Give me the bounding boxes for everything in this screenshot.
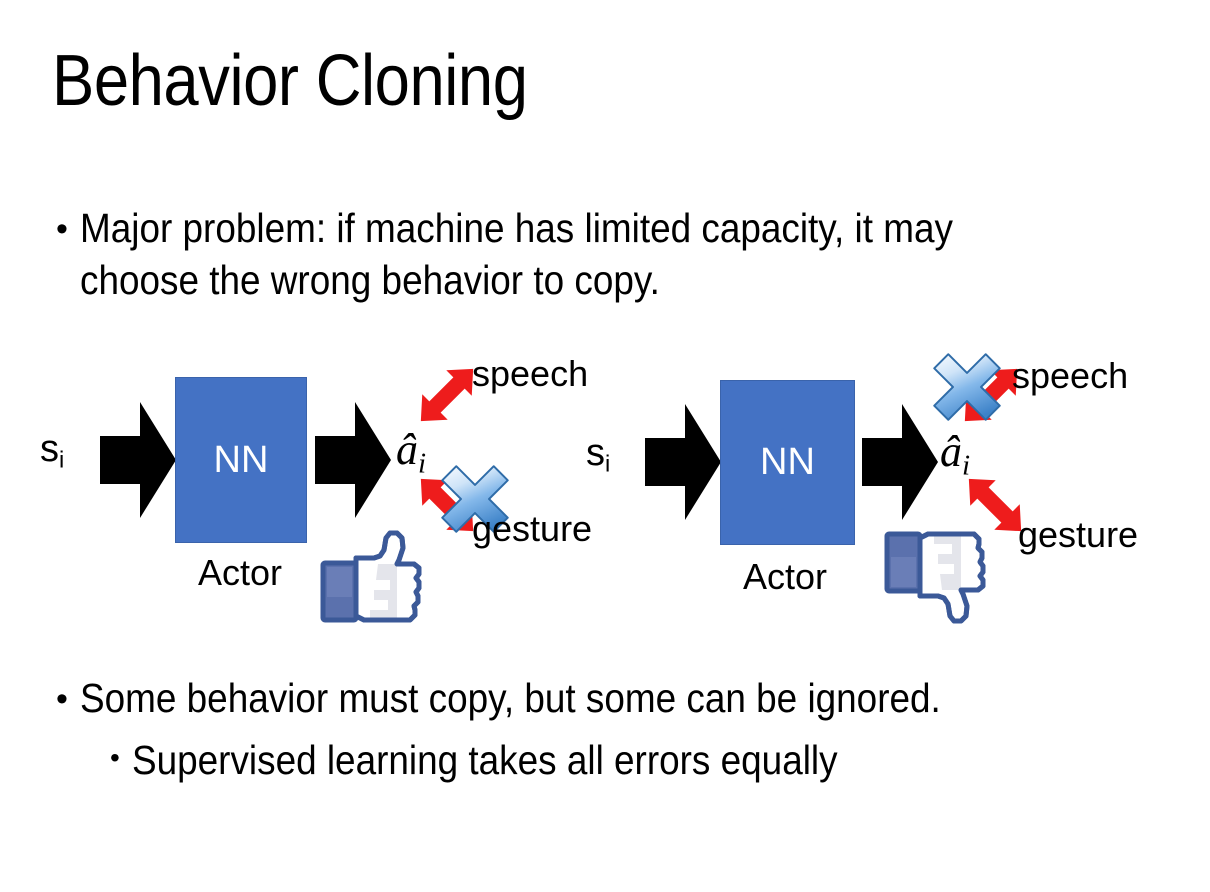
right-nn-label: NN xyxy=(760,441,815,483)
bullet-top-text: Major problem: if machine has limited ca… xyxy=(79,205,953,304)
left-input-subscript: i xyxy=(59,446,65,473)
left-input-letter: s xyxy=(40,428,59,470)
left-cross-icon xyxy=(441,465,509,533)
left-input-arrow-icon xyxy=(100,402,176,518)
left-actor-caption: Actor xyxy=(198,552,283,593)
bullet-top: • Major problem: if machine has limited … xyxy=(56,202,1156,307)
thumbs-up-icon xyxy=(320,530,422,623)
bullet-marker-icon: • xyxy=(56,680,68,718)
bullet-bottom-2: • Supervised learning takes all errors e… xyxy=(110,734,1190,786)
right-actor-caption: Actor xyxy=(743,556,828,597)
left-output-label: âi xyxy=(396,424,426,481)
bullet-bottom-2-text: Supervised learning takes all errors equ… xyxy=(131,737,838,783)
right-output-arrow-icon xyxy=(862,404,938,520)
right-gesture-arrow-icon xyxy=(968,478,1022,532)
right-input-letter: s xyxy=(586,432,605,474)
left-output-subscript: i xyxy=(418,447,427,480)
thumbs-down-icon xyxy=(884,531,986,624)
right-output-subscript: i xyxy=(962,449,971,482)
page-title: Behavior Cloning xyxy=(52,41,528,121)
left-nn-label: NN xyxy=(213,438,269,481)
right-input-arrow-icon xyxy=(645,404,721,520)
bullet-bottom-1-text: Some behavior must copy, but some can be… xyxy=(79,675,941,721)
right-input-subscript: i xyxy=(605,450,611,477)
left-output-letter: â xyxy=(396,425,418,474)
right-speech-label: speech xyxy=(1012,355,1129,396)
left-input-label: si xyxy=(40,428,64,474)
bullet-marker-icon: • xyxy=(56,210,68,248)
right-output-letter: â xyxy=(940,427,962,476)
left-output-arrow-icon xyxy=(315,402,391,518)
left-gesture-label: gesture xyxy=(472,508,593,549)
right-output-label: âi xyxy=(940,426,970,483)
left-speech-label: speech xyxy=(472,353,589,394)
right-cross-icon xyxy=(933,353,1001,421)
right-input-label: si xyxy=(586,432,610,478)
bullet-marker-icon: • xyxy=(110,742,120,773)
right-gesture-label: gesture xyxy=(1018,514,1139,555)
bullet-bottom-1: • Some behavior must copy, but some can … xyxy=(56,672,1176,724)
right-nn-box: NN xyxy=(720,380,855,545)
left-nn-box: NN xyxy=(175,377,307,543)
left-speech-arrow-icon xyxy=(420,368,474,422)
